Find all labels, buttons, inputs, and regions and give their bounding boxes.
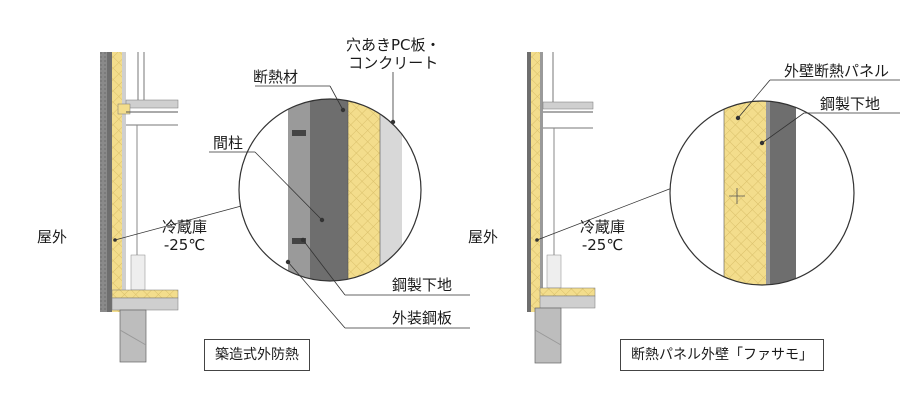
left-stud-label: 間柱 — [213, 134, 244, 152]
left-outside-label: 屋外 — [37, 228, 68, 246]
left-detail-pc — [380, 99, 402, 281]
right-upper-slab — [542, 101, 594, 110]
left-freezer-temp: -25℃ — [163, 236, 206, 254]
left-insulation-layer — [112, 52, 122, 312]
left-exterior-cladding — [100, 52, 107, 312]
right-floor-insulation — [539, 287, 596, 297]
right-panel-layer — [531, 52, 540, 312]
left-steel-layer — [107, 52, 112, 312]
left-detail-circle — [238, 98, 422, 282]
right-freezer-name: 冷蔵庫 — [580, 218, 626, 236]
left-pc-label: 穴あきPC板・ コンクリート — [346, 36, 441, 72]
right-outside-label: 屋外 — [468, 228, 499, 246]
left-detail-steel — [310, 99, 348, 281]
right-steel-base-label: 鋼製下地 — [820, 95, 881, 113]
left-detail-insulation — [348, 99, 380, 281]
right-panel-label: 外壁断熱パネル — [784, 62, 890, 80]
left-leaders — [209, 72, 470, 329]
right-steel-layer — [527, 52, 531, 312]
left-detail-stud — [288, 99, 310, 281]
right-caption: 断熱パネル外壁「ファサモ」 — [620, 339, 824, 371]
right-detail-panel — [724, 101, 766, 285]
left-freezer-name: 冷蔵庫 — [162, 218, 208, 236]
left-steel-base-label: 鋼製下地 — [392, 276, 453, 294]
left-foundation — [119, 309, 147, 363]
left-exterior-steel-label: 外装鋼板 — [392, 309, 453, 327]
right-freezer-label: 冷蔵庫 -25℃ — [580, 218, 625, 254]
right-leaders — [735, 79, 900, 146]
right-detail-steel — [770, 101, 796, 285]
left-insulation-label: 断熱材 — [253, 68, 299, 86]
right-foundation — [534, 307, 562, 364]
left-pc-layer — [122, 52, 126, 312]
left-section-drawing — [100, 52, 246, 363]
left-upper-slab — [125, 99, 179, 109]
right-floor-slab — [539, 295, 596, 309]
left-pc-line1: 穴あきPC板・ — [346, 36, 441, 54]
left-caption: 築造式外防熱 — [204, 339, 310, 371]
left-floor-insulation — [111, 289, 179, 299]
left-floor-slab — [111, 297, 179, 311]
left-pc-line2: コンクリート — [348, 54, 439, 72]
right-detail-circle — [669, 100, 855, 286]
right-section-drawing — [527, 52, 673, 364]
left-freezer-label: 冷蔵庫 -25℃ — [162, 218, 207, 254]
right-freezer-temp: -25℃ — [581, 236, 624, 254]
